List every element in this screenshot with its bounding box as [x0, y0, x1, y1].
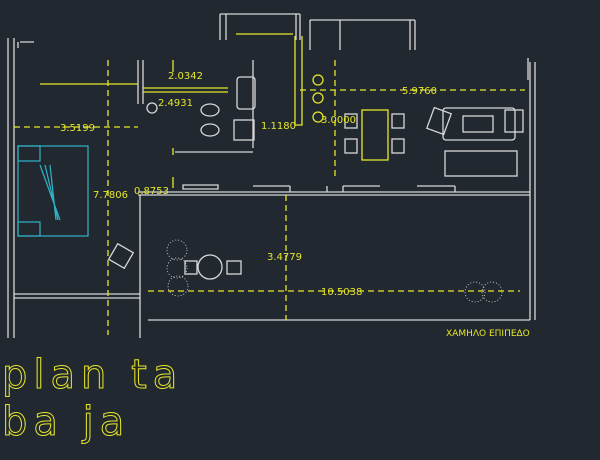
- dim-label: 0.8753: [134, 186, 169, 197]
- dim-label: 2.0342: [168, 71, 203, 82]
- fixtures: [107, 74, 524, 280]
- title-line-2: ba ja: [2, 399, 130, 445]
- dimension-lines: [14, 60, 525, 335]
- walls: [7, 13, 536, 338]
- dim-label: 5.9760: [402, 86, 437, 97]
- dim-label: 3.0000: [321, 115, 356, 126]
- dim-label: 3.4779: [267, 252, 302, 263]
- dim-label: 1.1180: [261, 121, 296, 132]
- dim-label: 10.5038: [321, 287, 362, 298]
- dim-label: 7.7806: [93, 190, 128, 201]
- dim-label: 3.5199: [60, 123, 95, 134]
- title-line-1: plan ta: [2, 352, 183, 398]
- kitchen-counter: [143, 33, 303, 126]
- level-label: ΧΑΜΗΛΟ ΕΠΙΠΕΔΟ: [446, 329, 530, 339]
- dim-label: 2.4931: [158, 98, 193, 109]
- bed: [17, 145, 89, 237]
- plants: [166, 239, 503, 303]
- dimension-labels: 2.0342 2.4931 3.5199 1.1180 3.0000 5.976…: [60, 71, 437, 298]
